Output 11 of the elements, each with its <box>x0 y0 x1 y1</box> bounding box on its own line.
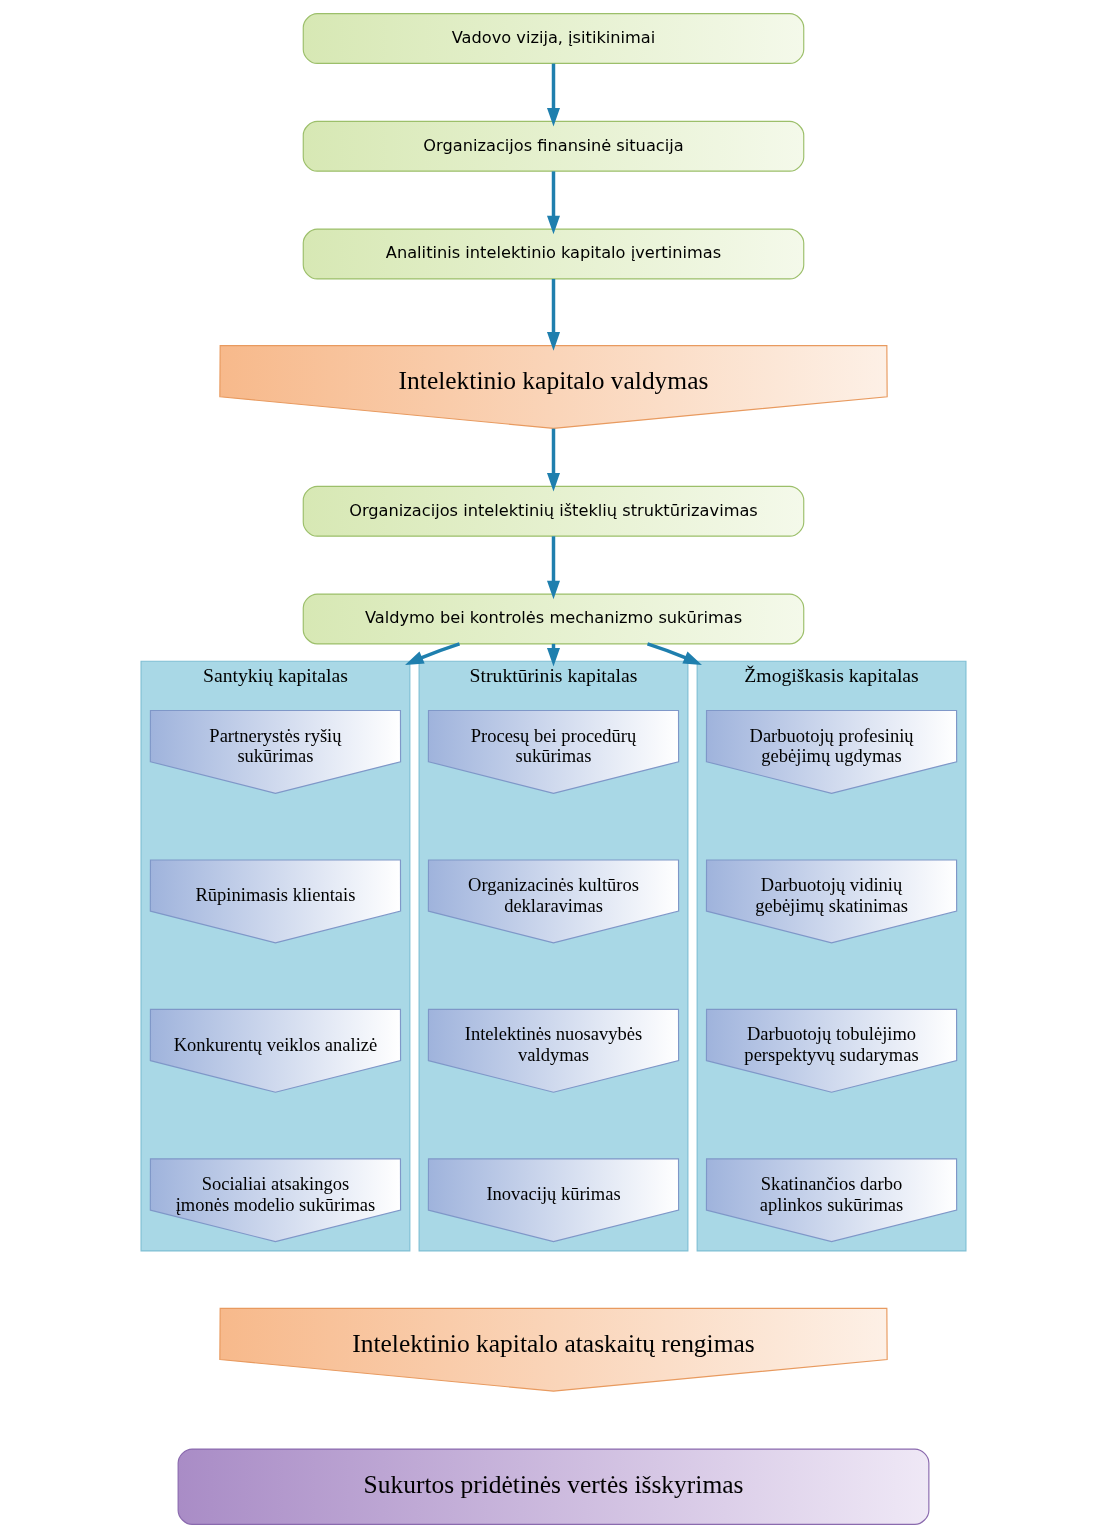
arrow <box>546 428 560 492</box>
node-box: Organizacijos finansinė situacija <box>302 120 804 172</box>
node-box: Analitinis intelektinio kapitalo įvertinimas <box>302 228 804 279</box>
arrow <box>546 170 560 234</box>
arrow <box>546 63 560 127</box>
arrow <box>546 278 560 351</box>
arrow <box>546 535 560 599</box>
node-box: Organizacijos intelektinių išteklių struktūrizavimas <box>302 485 804 537</box>
node-box: Valdymo bei kontrolės mechanizmo sukūrimas <box>302 592 804 644</box>
node-box: Vadovo vizija, įsitikinimai <box>302 12 804 64</box>
node-box: Sukurtos pridėtinės vertės išskyrimas <box>177 1448 929 1525</box>
